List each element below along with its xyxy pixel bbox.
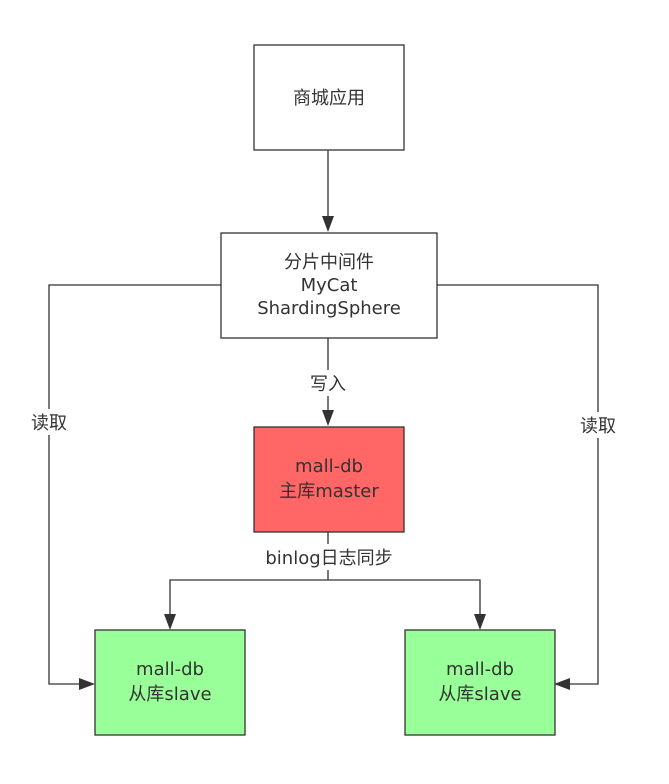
node-middleware-label-line2: MyCat xyxy=(301,275,358,296)
edge-label-write-bg xyxy=(306,370,350,396)
edge-read-left xyxy=(48,284,221,685)
node-app-box xyxy=(253,44,405,151)
node-master: mall-db 主库master xyxy=(253,426,405,533)
arrowhead-middleware-to-master xyxy=(322,410,334,426)
arrowhead-sync-left xyxy=(164,614,176,630)
node-middleware-box xyxy=(220,232,438,339)
edge-label-read-right-bg xyxy=(576,412,620,438)
arrowhead-read-left xyxy=(79,678,95,690)
arrowhead-read-right xyxy=(554,678,570,690)
node-middleware: 分片中间件 MyCat ShardingSphere xyxy=(220,232,438,339)
edge-label-write: 写入 xyxy=(306,370,350,396)
edge-label-read-right-text: 读取 xyxy=(580,416,616,437)
edge-sync-to-right-slave xyxy=(328,579,481,617)
node-slave-right: mall-db 从库slave xyxy=(404,629,556,736)
edge-read-right xyxy=(437,284,599,685)
node-slave-right-label-line2: 从库slave xyxy=(438,684,521,705)
node-master-label-line2: 主库master xyxy=(279,481,379,502)
node-master-label-line1: mall-db xyxy=(295,456,363,477)
node-middleware-label-line1: 分片中间件 xyxy=(284,252,374,273)
node-app-label: 商城应用 xyxy=(293,88,365,109)
edges xyxy=(48,150,599,690)
node-app: 商城应用 xyxy=(253,44,405,151)
edge-label-sync-text: binlog日志同步 xyxy=(265,548,392,569)
node-slave-left: mall-db 从库slave xyxy=(94,629,246,736)
node-slave-left-box xyxy=(94,629,246,736)
edge-label-read-left-bg xyxy=(27,409,71,435)
arrowhead-app-to-middleware xyxy=(322,216,334,232)
edge-label-read-left-text: 读取 xyxy=(31,413,67,434)
edge-label-sync-bg xyxy=(254,544,404,570)
node-middleware-label-line3: ShardingSphere xyxy=(257,298,401,319)
node-slave-left-label-line1: mall-db xyxy=(136,659,204,680)
node-slave-right-box xyxy=(404,629,556,736)
node-master-box xyxy=(253,426,405,533)
edge-label-read-right: 读取 xyxy=(576,412,620,438)
node-slave-right-label-line1: mall-db xyxy=(446,659,514,680)
edge-label-write-text: 写入 xyxy=(310,374,346,395)
edge-sync-to-left-slave xyxy=(169,579,328,617)
arrowhead-sync-right xyxy=(474,614,486,630)
edge-label-sync: binlog日志同步 xyxy=(254,544,404,570)
edge-label-read-left: 读取 xyxy=(27,409,71,435)
node-slave-left-label-line2: 从库slave xyxy=(128,684,211,705)
